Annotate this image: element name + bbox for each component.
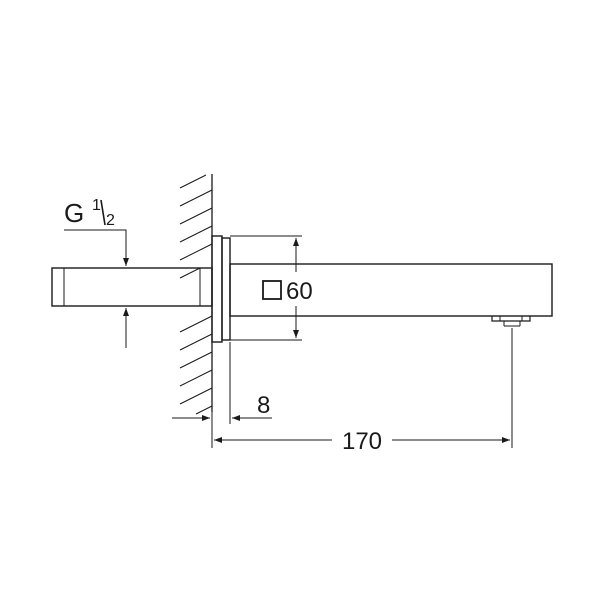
thread-numerator: 1 — [92, 197, 101, 214]
flange-depth-label: 8 — [257, 392, 270, 419]
flange-depth-dimension: 8 — [172, 342, 272, 448]
projection-label: 170 — [342, 428, 382, 455]
wall-hatching — [179, 174, 213, 415]
spout-body — [229, 263, 553, 327]
square-dimension: 60 — [230, 235, 313, 341]
square-section-icon — [262, 280, 282, 300]
thread-denominator: 2 — [106, 212, 115, 229]
thread-dimension: G 1 2 — [64, 197, 129, 348]
square-size-label: 60 — [286, 278, 313, 305]
thread-prefix: G — [64, 198, 84, 228]
wall — [179, 174, 213, 415]
projection-dimension: 170 — [214, 328, 513, 455]
flange — [211, 235, 231, 343]
